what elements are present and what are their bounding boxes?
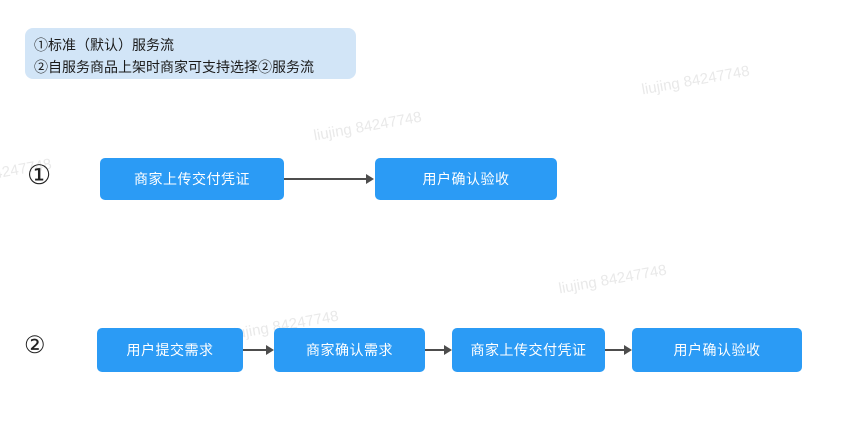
flow-1-number-label: ① <box>27 160 52 190</box>
legend-line-2: ②自服务商品上架时商家可支持选择②服务流 <box>34 59 314 75</box>
flow-2-arrow-1 <box>243 345 274 355</box>
watermark: liujing 84247748 <box>640 62 751 99</box>
flow-2-number-label: ② <box>24 332 46 359</box>
flow-1-arrow-1 <box>284 174 374 184</box>
legend-line-1: ①标准（默认）服务流 <box>34 37 174 53</box>
flow-1-step-user-confirm-acceptance: 用户确认验收 <box>375 158 557 200</box>
flow-2-step-merchant-confirm-demand: 商家确认需求 <box>274 328 425 372</box>
flow-2-step-user-submit-demand: 用户提交需求 <box>97 328 243 372</box>
flow-2-arrow-2 <box>425 345 452 355</box>
watermark: liujing 84247748 <box>312 108 423 145</box>
flow-2-step-user-confirm-acceptance: 用户确认验收 <box>632 328 802 372</box>
flow-1-step-merchant-upload-proof: 商家上传交付凭证 <box>100 158 284 200</box>
flow-2-step-merchant-upload-proof: 商家上传交付凭证 <box>452 328 605 372</box>
flow-2-arrow-3 <box>605 345 632 355</box>
legend-note-box: ①标准（默认）服务流 ②自服务商品上架时商家可支持选择②服务流 <box>25 28 356 79</box>
watermark: liujing 84247748 <box>557 261 668 298</box>
